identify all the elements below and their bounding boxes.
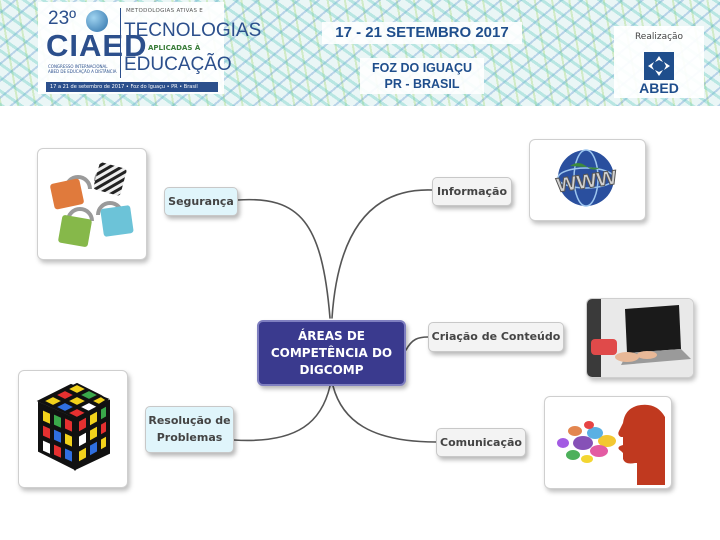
- branch-seguranca: Segurança: [164, 187, 238, 216]
- connector-resolucao: [234, 386, 330, 440]
- central-topic-line3: DIGCOMP: [259, 362, 404, 379]
- branch-resolucao-problemas: Resolução de Problemas: [145, 406, 234, 453]
- www-globe-icon: www: [530, 140, 645, 220]
- branch-informacao-label: Informação: [433, 178, 511, 205]
- central-topic-line1: ÁREAS DE: [259, 328, 404, 345]
- branch-seguranca-label: Segurança: [165, 188, 237, 215]
- connector-criacao: [406, 337, 428, 350]
- branch-resolucao-line1: Resolução de: [146, 412, 233, 429]
- branch-comunicacao-label: Comunicação: [437, 429, 525, 456]
- connector-seguranca: [238, 200, 330, 318]
- branch-criacao-conteudo: Criação de Conteúdo: [428, 322, 564, 352]
- criacao-picture: [586, 298, 694, 378]
- resolucao-picture: [18, 370, 128, 488]
- connector-comunicacao: [333, 386, 436, 442]
- branch-criacao-label: Criação de Conteúdo: [429, 323, 563, 351]
- branch-comunicacao: Comunicação: [436, 428, 526, 457]
- speaking-head-icon: [545, 397, 671, 488]
- seguranca-picture: [37, 148, 147, 260]
- central-topic-line2: COMPETÊNCIA DO: [259, 345, 404, 362]
- rubiks-cube-icon: [19, 371, 127, 487]
- informacao-picture: www: [529, 139, 646, 221]
- central-topic-node: ÁREAS DE COMPETÊNCIA DO DIGCOMP: [257, 320, 406, 386]
- padlocks-icon: [38, 149, 146, 259]
- comunicacao-picture: [544, 396, 672, 489]
- connector-informacao: [332, 190, 432, 318]
- laptop-typing-icon: [587, 299, 693, 377]
- branch-resolucao-line2: Problemas: [146, 429, 233, 446]
- branch-informacao: Informação: [432, 177, 512, 206]
